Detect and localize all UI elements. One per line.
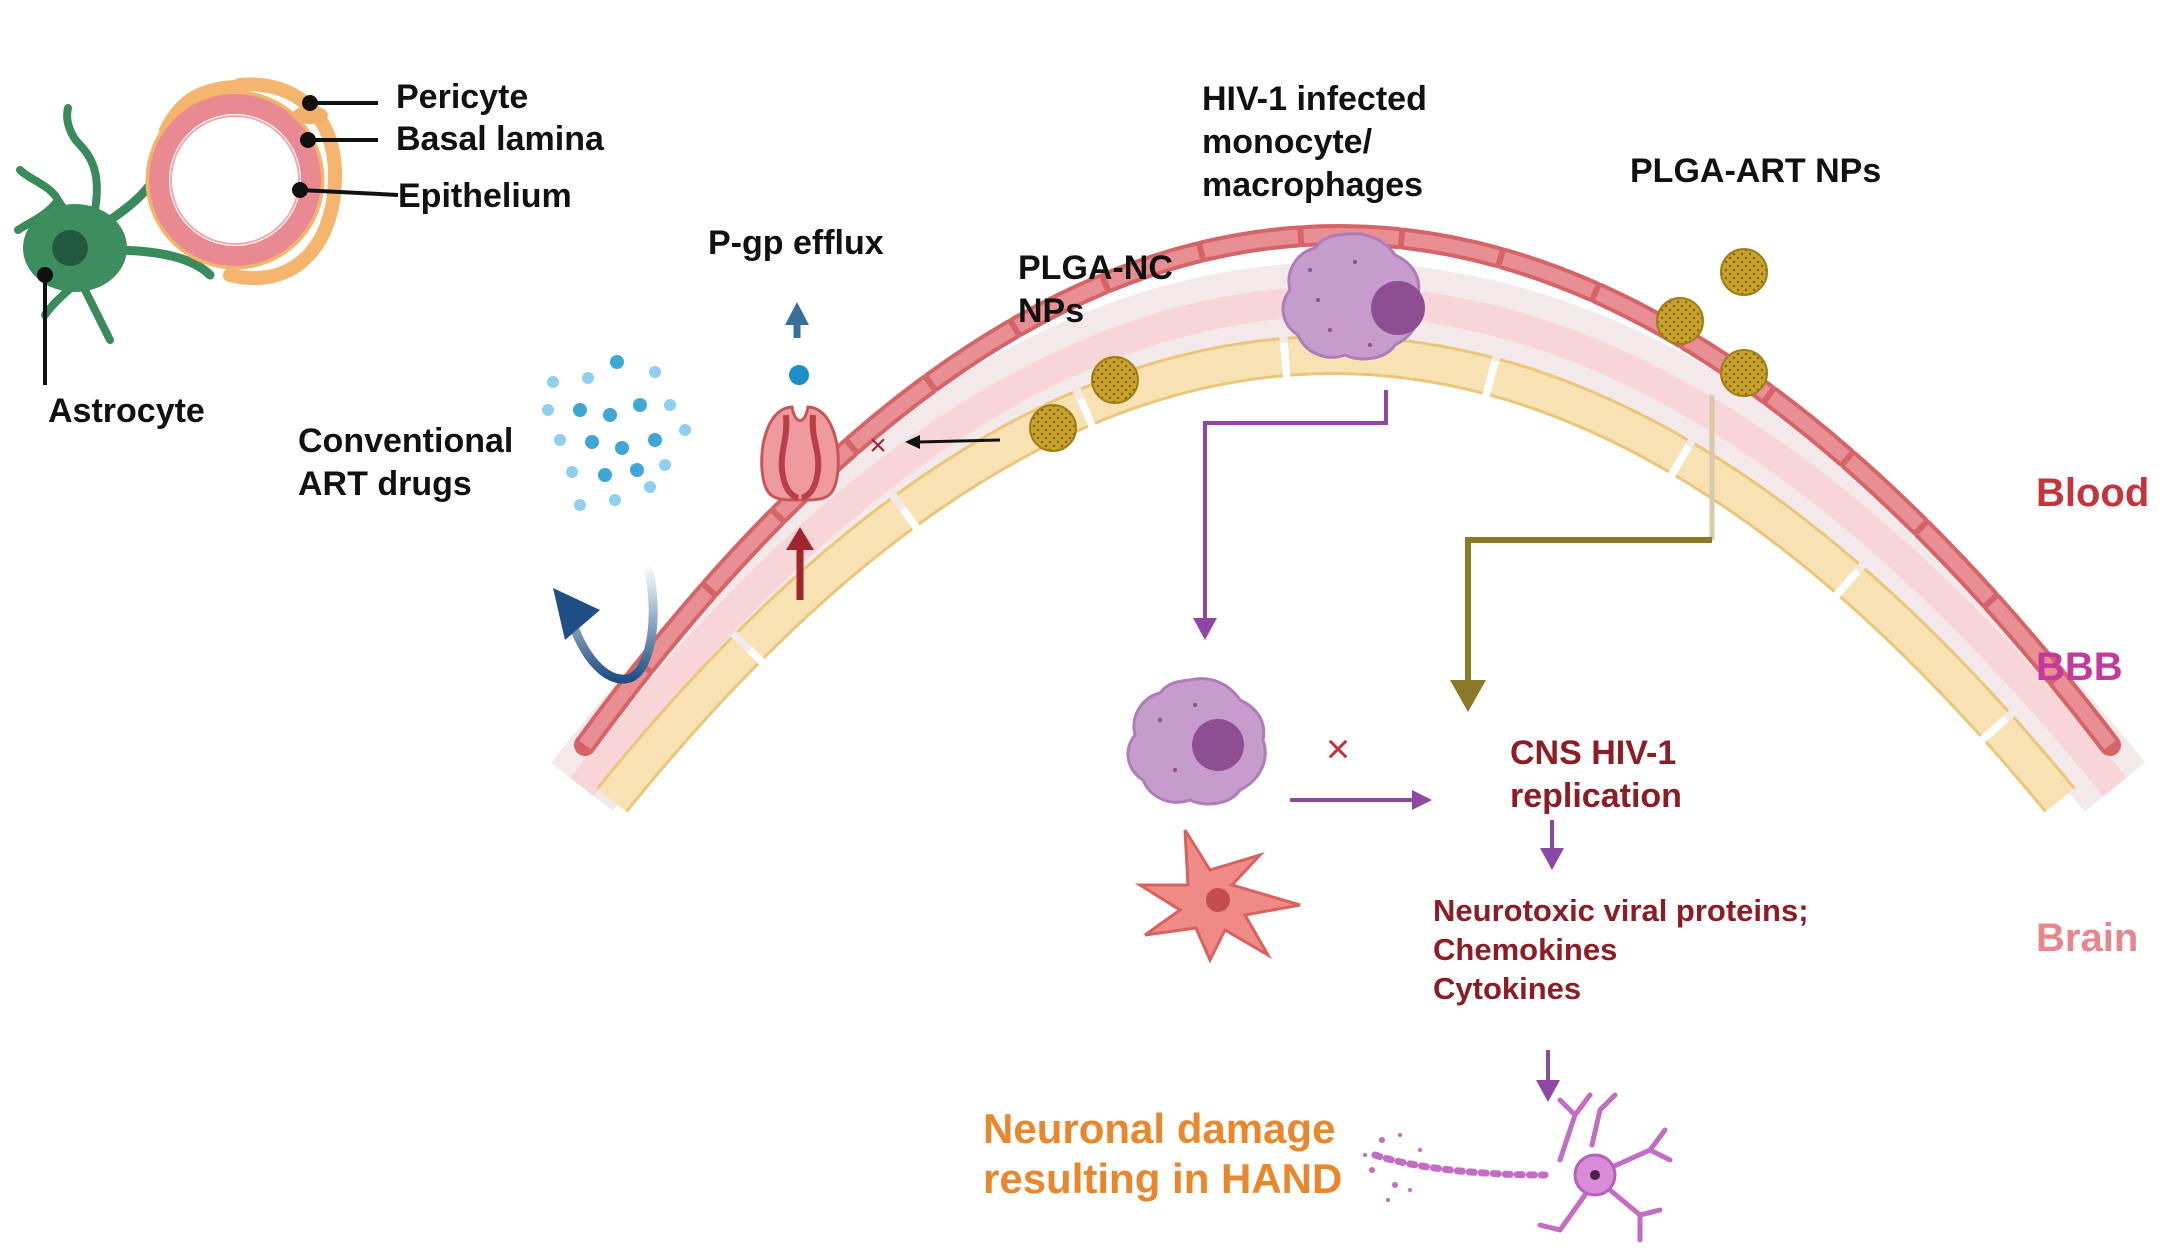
astrocyte-label: Astrocyte [48, 392, 205, 430]
neuronal-damage-label: Neuronal damage resulting in HAND [983, 1104, 1342, 1204]
plga-nc-label: PLGA-NC NPs [1018, 247, 1173, 333]
pericyte-label: Pericyte [396, 78, 529, 116]
hiv-label-line1: HIV-1 infected [1202, 80, 1427, 118]
plga-nc-nanoparticles [1029, 356, 1139, 452]
damage-label-line1: Neuronal damage [983, 1105, 1336, 1152]
nc-arrow [905, 435, 1001, 449]
hiv-label-line2: monocyte/ [1202, 123, 1373, 161]
hiv-monocyte-label: HIV-1 infected monocyte/ macrophages [1202, 78, 1427, 207]
monocyte-infiltration-arrow [1193, 390, 1388, 640]
proteins-to-damage-arrow [1536, 1050, 1560, 1102]
cns-label-line2: replication [1510, 777, 1682, 815]
plga-nc-label-line1: PLGA-NC [1018, 249, 1173, 287]
monocyte-blood [1281, 232, 1425, 361]
cns-replication-label: CNS HIV-1 replication [1510, 732, 1682, 818]
neuro-label-line1: Neurotoxic viral proteins; [1433, 893, 1809, 928]
hiv-label-line3: macrophages [1202, 166, 1424, 204]
cns-label-line1: CNS HIV-1 [1510, 734, 1677, 772]
macrophage-brain [1126, 677, 1267, 806]
plga-art-label: PLGA-ART NPs [1630, 152, 1882, 190]
brain-region-label: Brain [2036, 916, 2139, 960]
replication-to-proteins-arrow [1540, 820, 1564, 870]
plga-art-nanoparticles [1656, 248, 1768, 397]
plga-nc-label-line2: NPs [1018, 292, 1085, 330]
pgp-efflux-label: P-gp efflux [708, 224, 884, 262]
vessel-label-leaders [37, 95, 399, 385]
conventional-art-label: Conventional ART drugs [298, 420, 513, 506]
basal-lamina-label: Basal lamina [396, 120, 604, 158]
curved-arrow [553, 564, 658, 684]
replication-block-cross: × [1326, 725, 1351, 772]
epithelium-label: Epithelium [398, 177, 572, 215]
damaged-neuron [1371, 1092, 1673, 1243]
pgp-efflux-pump [760, 302, 840, 600]
neurotoxic-factors-label: Neurotoxic viral proteins; Chemokines Cy… [1433, 891, 1809, 1008]
conventional-art-label-line2: ART drugs [298, 465, 472, 503]
microglia-cell [1134, 829, 1301, 964]
neuro-label-line2: Chemokines [1433, 932, 1618, 967]
pgp-block-cross: × [869, 429, 887, 462]
neuro-label-line3: Cytokines [1433, 971, 1582, 1006]
conventional-art-drug-particles [542, 355, 691, 511]
plga-art-path-arrow [1450, 395, 1715, 712]
damage-label-line2: resulting in HAND [983, 1155, 1343, 1202]
axon-debris [1363, 1133, 1422, 1202]
to-replication-arrow [1290, 790, 1432, 810]
bbb-region-label: BBB [2036, 645, 2123, 689]
conventional-art-label-line1: Conventional [298, 422, 514, 460]
blood-region-label: Blood [2036, 471, 2150, 515]
blood-vessel-cross-section [145, 77, 343, 286]
